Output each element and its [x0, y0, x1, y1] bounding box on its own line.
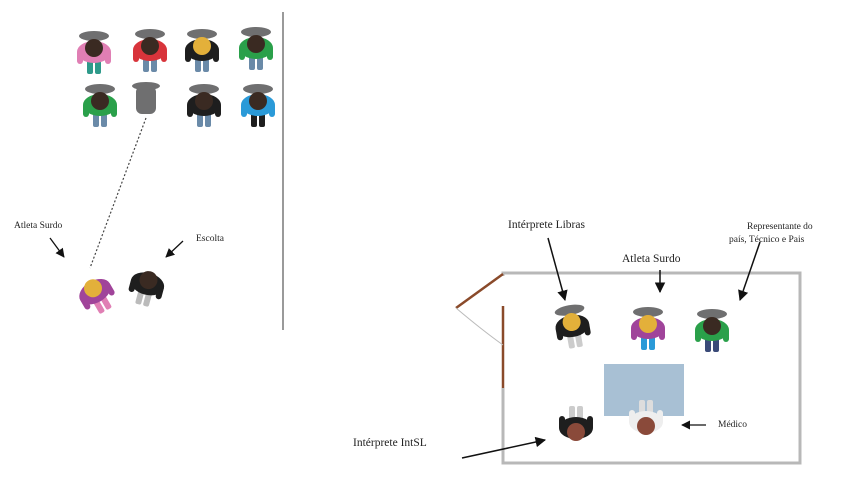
door-leaf	[455, 272, 504, 310]
representative	[695, 309, 729, 352]
athlete-right	[631, 307, 665, 350]
arrow-athlete-left	[49, 237, 65, 258]
person-green-2	[83, 84, 117, 127]
label-interpreter-intsl: Intérprete IntSL	[353, 437, 427, 449]
person-black-2	[187, 84, 221, 127]
person-pink	[77, 31, 111, 74]
athlete-left	[79, 278, 115, 314]
person-green-1	[239, 27, 273, 70]
label-representative-line2: país, Técnico e Pais	[729, 235, 805, 245]
arrow-interpreter-intsl	[461, 436, 547, 459]
interpreter-libras	[554, 304, 591, 349]
label-escort: Escolta	[196, 234, 224, 244]
person-black-1	[185, 29, 219, 72]
label-doctor: Médico	[718, 420, 748, 430]
arrow-escort	[165, 240, 184, 258]
label-interpreter-libras: Intérprete Libras	[508, 219, 585, 231]
doctor	[629, 400, 663, 435]
escort	[128, 271, 165, 307]
interpreter-intsl	[559, 406, 593, 441]
label-athlete-left: Atleta Surdo	[14, 221, 63, 231]
empty-chair	[132, 82, 160, 114]
arrow-representative	[738, 241, 761, 301]
person-blue	[241, 84, 275, 127]
label-representative-line1: Representante do	[747, 222, 813, 232]
person-red	[133, 29, 167, 72]
door-swing-arc	[455, 307, 504, 346]
label-athlete-right: Atleta Surdo	[622, 253, 681, 265]
arrow-interpreter-libras	[547, 237, 568, 302]
path-line	[89, 117, 147, 269]
